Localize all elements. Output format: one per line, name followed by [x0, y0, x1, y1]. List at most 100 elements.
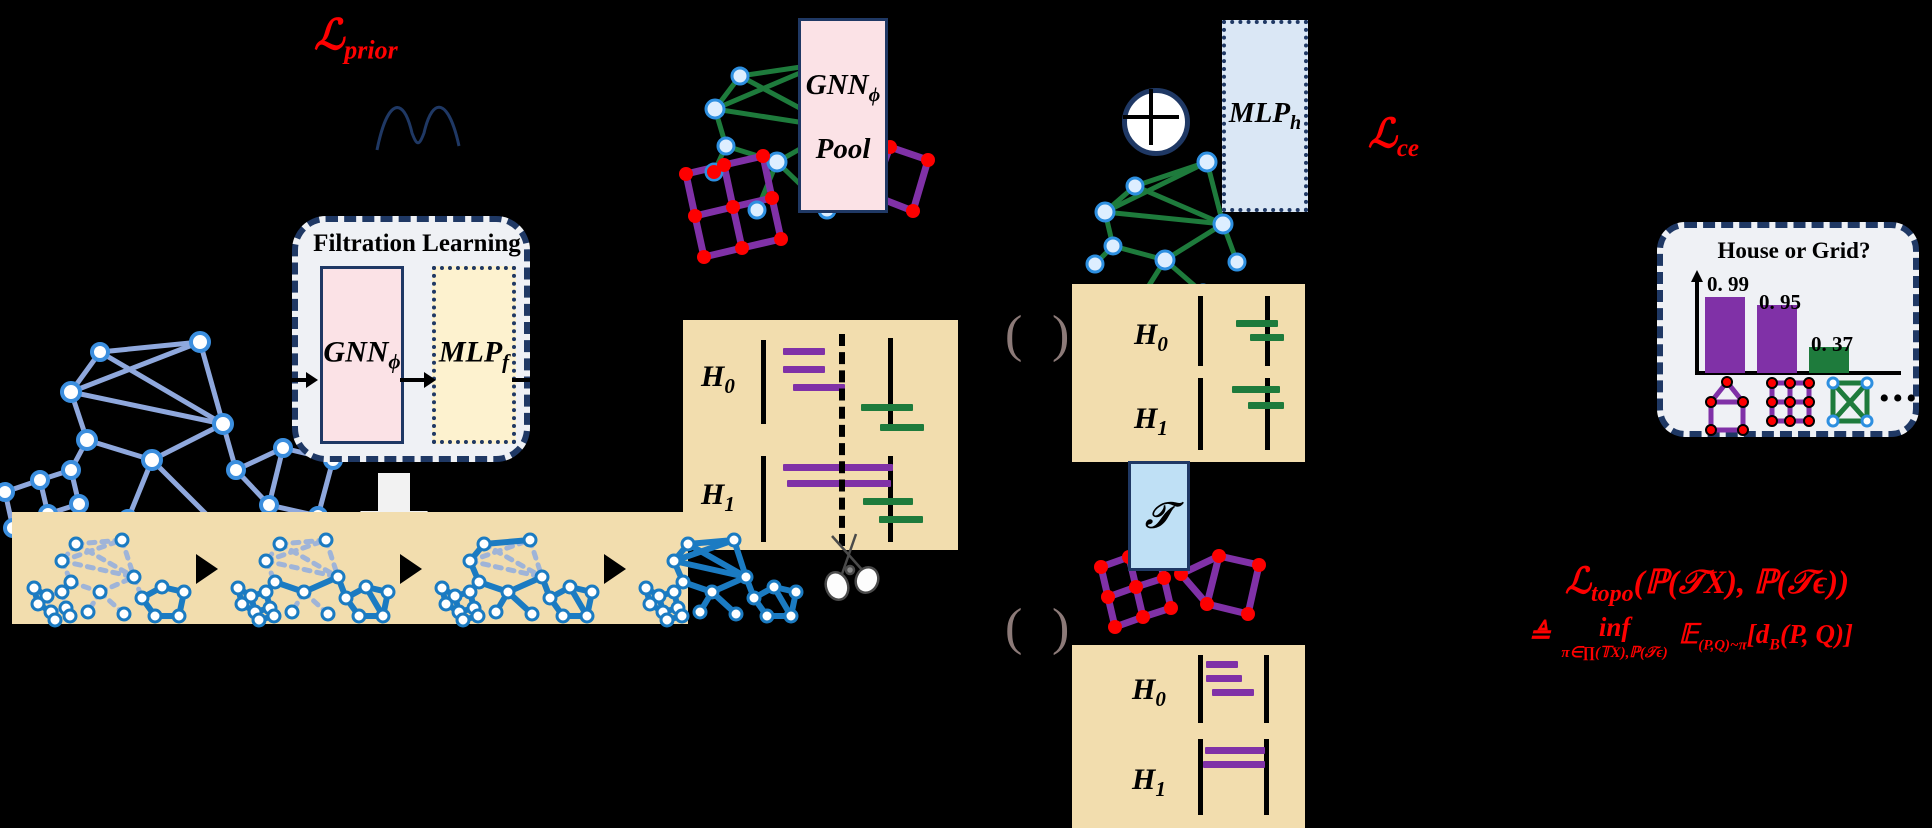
- h1-bar: [1203, 761, 1265, 768]
- h0-label-green: H0: [1134, 318, 1168, 356]
- motif-annotated-graph: [679, 53, 935, 264]
- h1-birth-axis-green: [1198, 378, 1203, 450]
- loss-ce-symbol: ℒ: [1368, 111, 1397, 156]
- filtration-step-4: [638, 532, 804, 628]
- arrow-into-gnn-head: [306, 372, 318, 388]
- motif-house-icon: [1705, 376, 1749, 436]
- inf-subscript: π∈∏(𝕋X),ℙ(𝒯ϵ): [1561, 645, 1668, 661]
- bar-house: [1705, 297, 1745, 373]
- inf-operator: inf: [1598, 612, 1631, 642]
- prediction-bar-container: [1705, 276, 1895, 373]
- h1-bar: [783, 464, 893, 471]
- main-persistence-diagram: H0 H1: [683, 320, 958, 550]
- filtration-step-1: [26, 532, 192, 628]
- h0-birth-axis-purple: [1198, 655, 1203, 723]
- filtration-learning-title: Filtration Learning: [313, 230, 521, 257]
- filtration-learning-panel: Filtration Learning GNNϕ MLPf: [292, 216, 530, 462]
- h0-bar: [793, 384, 845, 391]
- h0-bar: [1236, 320, 1278, 327]
- h0-death-axis-purple: [1264, 655, 1269, 723]
- mlp-f-block[interactable]: MLPf: [432, 266, 516, 444]
- gnn-pool-block[interactable]: GNNϕ Pool: [798, 18, 888, 213]
- bar-value-house: 0. 99: [1707, 272, 1749, 296]
- green-persistence-diagram: H0 H1: [1072, 284, 1305, 462]
- h0-birth-axis-main: [761, 340, 766, 424]
- h0-bar: [1206, 661, 1238, 668]
- loss-prior-subscript: prior: [344, 35, 398, 65]
- h0-bar: [783, 366, 825, 373]
- bottleneck-subscript: B: [1769, 636, 1780, 654]
- filtration-arrow-3: [604, 554, 626, 584]
- loss-topo-symbol: ℒ: [1565, 561, 1591, 601]
- h0-bar: [861, 404, 913, 411]
- gnn-pool-pool-label: Pool: [815, 133, 871, 165]
- purple-persistence-diagram: H0 H1: [1072, 645, 1305, 828]
- arrow-gnn-to-mlp-head: [424, 372, 436, 388]
- arrow-into-gnn-line: [282, 378, 308, 382]
- sum-node-icon: [1122, 88, 1190, 156]
- h1-bar: [863, 498, 913, 505]
- h1-death-axis-purple: [1264, 739, 1269, 815]
- h1-label-purple: H1: [1132, 763, 1166, 801]
- h1-bar: [1232, 386, 1280, 393]
- transform-block[interactable]: 𝒯: [1128, 461, 1190, 571]
- h1-birth-axis-purple: [1198, 739, 1203, 815]
- prior-distribution-curve: [375, 105, 461, 151]
- arrow-gnn-to-mlp-line: [400, 378, 426, 382]
- gnn-phi-block[interactable]: GNNϕ: [320, 266, 404, 444]
- gnn-pool-gnn-label: GNNϕ: [805, 69, 881, 106]
- prediction-title: House or Grid?: [1717, 238, 1871, 263]
- paren-close-green: ): [1052, 306, 1070, 363]
- h0-label-main: H0: [701, 360, 735, 398]
- h0-bar: [1250, 334, 1284, 341]
- mlp-f-label: MLPf: [438, 335, 510, 374]
- expectation-subscript: (P,Q)~π: [1698, 637, 1747, 654]
- h1-bar: [1248, 402, 1284, 409]
- h0-bar: [880, 424, 924, 431]
- filtration-arrow-2: [400, 554, 422, 584]
- expectation-symbol: 𝔼: [1678, 619, 1699, 650]
- h0-label-purple: H0: [1132, 673, 1166, 711]
- bottleneck-bracket: [d: [1746, 619, 1770, 650]
- filtration-step-2: [230, 532, 396, 628]
- triangleq-sign: ≜: [1528, 619, 1551, 650]
- prediction-chart-axes: [1691, 270, 1901, 375]
- transform-label: 𝒯: [1145, 495, 1173, 536]
- h0-death-axis-main: [888, 338, 893, 424]
- bar-grid: [1757, 305, 1797, 373]
- mlp-h-block[interactable]: MLPh: [1222, 20, 1308, 212]
- prediction-card: House or Grid? 0. 99 0. 95 0. 37: [1657, 222, 1919, 437]
- bar-value-grid: 0. 95: [1759, 290, 1801, 314]
- pooled-green-graph: [1085, 151, 1247, 305]
- h0-death-axis-green: [1265, 296, 1270, 366]
- loss-topo-arguments: (ℙ(𝒯X), ℙ(𝒯ϵ)): [1633, 565, 1850, 601]
- loss-prior-symbol: ℒ: [314, 13, 345, 59]
- bottleneck-tail: (P, Q)]: [1779, 619, 1853, 650]
- paren-open-purple: (: [1005, 599, 1023, 656]
- loss-topo-subscript: topo: [1590, 581, 1634, 608]
- motif-crossed-square-icon: [1826, 376, 1874, 428]
- h1-label-green: H1: [1134, 402, 1168, 440]
- persistence-cut-line: [839, 334, 845, 546]
- motif-ellipsis: •••: [1879, 382, 1920, 415]
- h1-birth-axis-main: [761, 456, 766, 542]
- h0-birth-axis-green: [1198, 296, 1203, 366]
- bar-value-crossed-square: 0. 37: [1811, 332, 1853, 356]
- h1-bar: [879, 516, 923, 523]
- loss-topo-label: ℒtopo(ℙ(𝒯X), ℙ(𝒯ϵ)): [1565, 560, 1849, 608]
- h1-death-axis-green: [1265, 378, 1270, 450]
- arrow-out-of-mlp-line: [512, 378, 552, 382]
- mlp-h-label: MLPh: [1228, 97, 1302, 134]
- h1-bar: [1205, 747, 1265, 754]
- scissors-icon: [824, 533, 880, 601]
- h1-label-main: H1: [701, 478, 735, 516]
- paren-open-green: (: [1005, 306, 1023, 363]
- loss-ce-label: ℒce: [1368, 110, 1419, 163]
- h0-bar: [1212, 689, 1254, 696]
- paren-close-purple: ): [1052, 599, 1070, 656]
- h0-bar: [1206, 675, 1242, 682]
- loss-prior-label: ℒprior: [314, 10, 398, 65]
- h0-bar: [783, 348, 825, 355]
- bar-crossed-square: [1809, 347, 1849, 373]
- filtration-arrow-1: [196, 554, 218, 584]
